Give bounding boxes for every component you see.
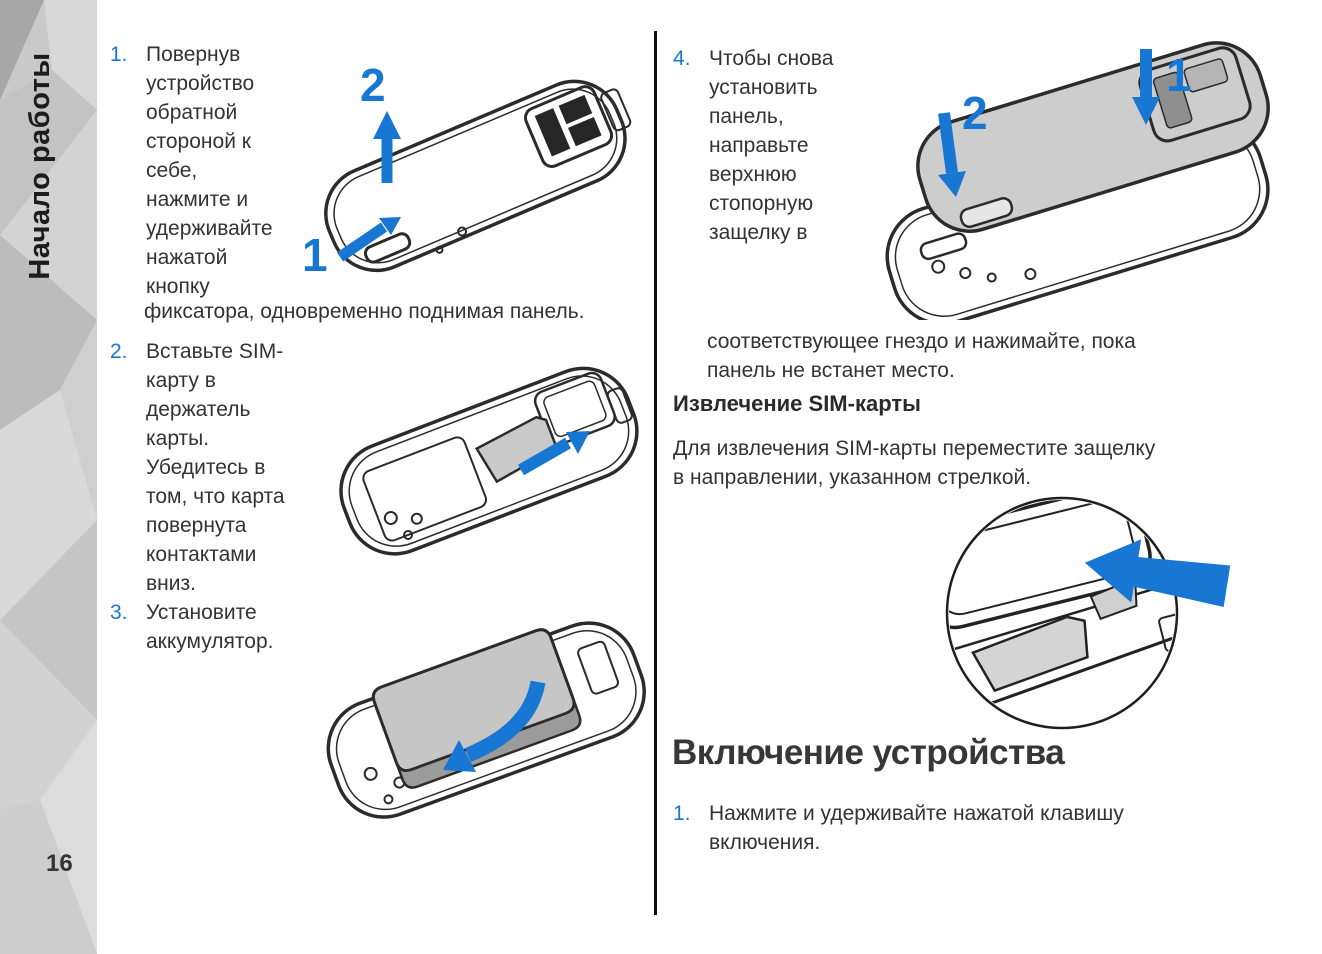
power-on-heading: Включение устройства bbox=[672, 733, 1065, 772]
step3-illustration-insert-battery bbox=[326, 621, 646, 819]
arrow-curved-icon bbox=[443, 680, 546, 772]
arrow-up-right-icon bbox=[518, 431, 590, 476]
sim-removal-heading: Извлечение SIM-карты bbox=[673, 391, 921, 416]
sim-removal-illustration-closeup bbox=[945, 496, 1231, 730]
arrow-diagonal-icon bbox=[336, 217, 401, 262]
step-4: 4. Чтобы снова установить панель, направ… bbox=[673, 44, 869, 247]
power-on-step-1-text: Нажмите и удерживайте нажатой клавишу вк… bbox=[709, 802, 1124, 854]
sim-removal-body: Для извлечения SIM-карты переместите защ… bbox=[673, 437, 1156, 489]
page-number: 16 bbox=[46, 850, 73, 877]
step4-illustration-label-1: 1 bbox=[1166, 49, 1192, 101]
step-1-number: 1. bbox=[110, 43, 128, 66]
step2-illustration-insert-sim bbox=[339, 366, 639, 556]
step-1: 1. Повернув устройство обратной стороной… bbox=[110, 40, 316, 301]
step1-illustration-label-2: 2 bbox=[360, 59, 386, 111]
step4-illustration-label-2: 2 bbox=[962, 87, 988, 139]
step-1-text: Повернув устройство обратной стороной к … bbox=[146, 43, 273, 298]
step-2-number: 2. bbox=[110, 340, 128, 363]
step1-illustration-label-1: 1 bbox=[302, 229, 328, 281]
step4-illustration-replace-cover: 1 2 bbox=[885, 41, 1270, 320]
step-1-text-continued: фиксатора, одновременно поднимая панель. bbox=[144, 300, 585, 323]
step-3-number: 3. bbox=[110, 601, 128, 624]
power-on-step-1-number: 1. bbox=[673, 802, 691, 825]
step-2: 2. Вставьте SIM- карту в держатель карты… bbox=[110, 337, 326, 598]
sidebar-decoration bbox=[0, 0, 97, 954]
step-4-number: 4. bbox=[673, 47, 691, 70]
step1-illustration-remove-cover: 2 1 bbox=[302, 59, 632, 281]
column-divider bbox=[654, 31, 657, 915]
power-on-step-1: 1. Нажмите и удерживайте нажатой клавишу… bbox=[673, 799, 1219, 857]
step-3-text: Установите аккумулятор. bbox=[146, 601, 274, 653]
step-3: 3. Установите аккумулятор. bbox=[110, 598, 336, 656]
chapter-title-vertical: Начало работы bbox=[24, 52, 56, 280]
step-2-text: Вставьте SIM- карту в держатель карты. У… bbox=[146, 340, 285, 595]
arrow-up-icon bbox=[373, 111, 401, 183]
arrow-down-icon bbox=[1132, 49, 1160, 125]
sidebar-facet-pattern bbox=[0, 0, 97, 954]
arrow-down-icon bbox=[938, 112, 966, 197]
step-4-text-continued: соответствующее гнездо и нажимайте, пока… bbox=[707, 330, 1136, 382]
arrow-left-icon bbox=[1084, 539, 1231, 607]
step-4-text: Чтобы снова установить панель, направьте… bbox=[709, 47, 834, 244]
